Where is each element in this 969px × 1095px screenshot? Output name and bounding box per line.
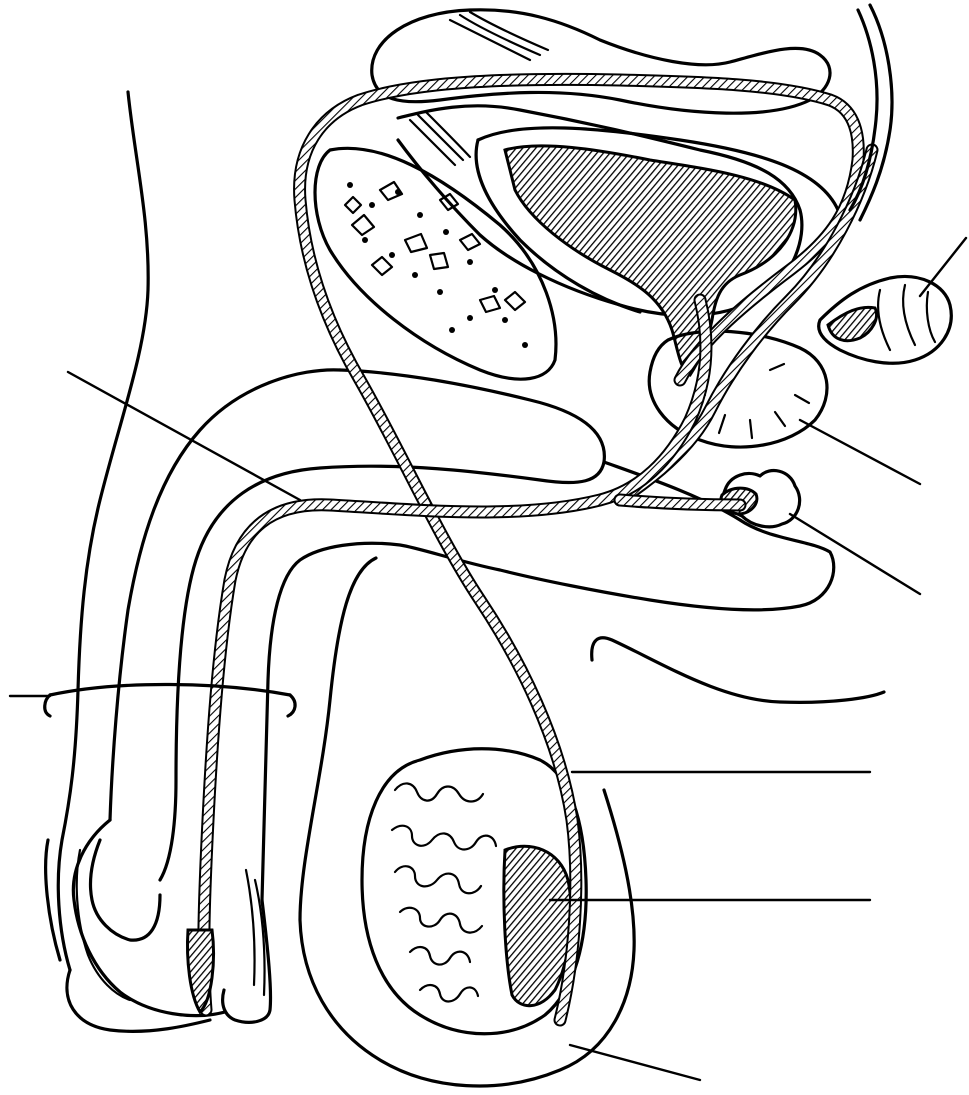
leader-line	[920, 238, 966, 296]
testis	[362, 749, 586, 1034]
band-marker	[45, 684, 295, 716]
leader-line	[68, 372, 300, 500]
seminal-vesicle	[819, 277, 952, 364]
leader-lines	[10, 238, 966, 1080]
penis-outline	[46, 370, 834, 1032]
bone-texture	[345, 182, 528, 348]
leader-line	[570, 1045, 700, 1080]
leader-line	[790, 514, 920, 594]
scrotum	[300, 558, 634, 1086]
leader-line	[800, 420, 920, 484]
